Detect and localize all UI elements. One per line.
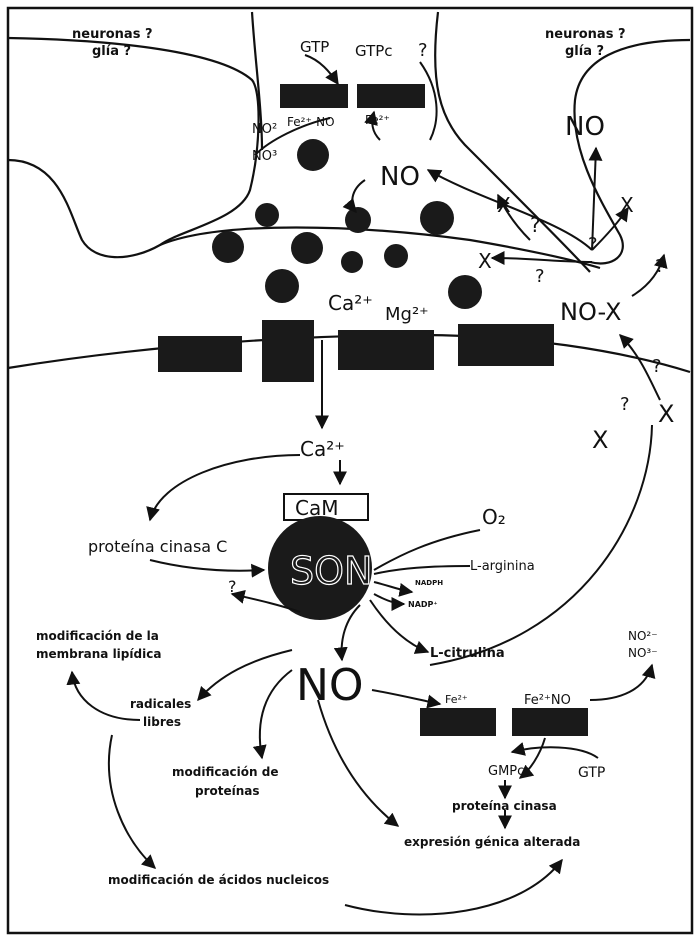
fe-low-label: Fe²⁺ bbox=[445, 693, 468, 706]
no-to-proteins-arrow bbox=[260, 670, 292, 758]
radicals-to-membrane-arrow bbox=[72, 672, 140, 720]
altered-expression-label: expresión génica alterada bbox=[404, 835, 580, 849]
diagram-frame bbox=[8, 8, 692, 933]
nucleic-to-expression-arrow bbox=[345, 860, 562, 915]
son-label: SON bbox=[290, 549, 372, 593]
l-citrulline-label: L-citrulina bbox=[430, 646, 505, 661]
neuronas-left-1: neuronas ? bbox=[72, 27, 153, 42]
pkc-to-son-arrow bbox=[150, 560, 264, 571]
x-label-c: X bbox=[478, 249, 492, 273]
calcium-lower-label: Ca²⁺ bbox=[300, 437, 345, 461]
fe-no-low-label: Fe²⁺NO bbox=[524, 693, 571, 708]
fe-top-label: Fe²⁺ bbox=[365, 113, 390, 127]
nadph-arrow bbox=[374, 582, 412, 592]
gtpc-top-label: GTPc bbox=[355, 42, 393, 60]
mod-membrane-2: membrana lipídica bbox=[36, 647, 161, 661]
no-mid-label: NO bbox=[380, 162, 420, 192]
no2-low-label: NO²⁻ bbox=[628, 629, 658, 643]
calcium-to-pkc-arrow bbox=[150, 455, 300, 520]
vesicle bbox=[345, 207, 371, 233]
no-to-radicals-arrow bbox=[198, 650, 292, 700]
vesicle bbox=[291, 232, 323, 264]
heme-block-left bbox=[420, 708, 496, 736]
question-b: ? bbox=[588, 234, 598, 255]
magnesium-label: Mg²⁺ bbox=[385, 304, 429, 325]
question-right-upper: ? bbox=[655, 256, 665, 277]
receptor-block-2 bbox=[262, 320, 314, 382]
mod-nucleic-label: modificación de ácidos nucleicos bbox=[108, 873, 329, 887]
no3-top-label: NO³ bbox=[252, 149, 277, 164]
arginine-to-son bbox=[374, 566, 470, 574]
radicals-to-nucleic-arrow bbox=[109, 735, 155, 868]
l-arginine-label: L-arginina bbox=[470, 559, 535, 574]
receptor-block-1 bbox=[158, 336, 242, 372]
left-glia-outline bbox=[8, 38, 259, 257]
right-glia-outline bbox=[574, 40, 690, 263]
mod-proteins-2: proteínas bbox=[195, 784, 260, 798]
no-upper-right-label: NO bbox=[565, 112, 605, 142]
no-to-fe-low-arrow bbox=[372, 690, 440, 704]
no-x-label: NO-X bbox=[560, 298, 621, 326]
cam-label: CaM bbox=[295, 496, 338, 520]
question-right-mid: ? bbox=[652, 356, 662, 377]
mod-membrane-1: modificación de la bbox=[36, 629, 159, 643]
vesicle bbox=[212, 231, 244, 263]
no-big-label: NO bbox=[296, 660, 364, 711]
question-right-low: ? bbox=[620, 394, 630, 415]
x-curve-down bbox=[430, 425, 652, 665]
glia-right: glía ? bbox=[565, 44, 604, 59]
pkc-label: proteína cinasa C bbox=[88, 537, 227, 556]
receptor-block-4 bbox=[458, 324, 554, 366]
nadp-arrow bbox=[374, 594, 404, 604]
guanylate-cyclase-block-left bbox=[280, 84, 348, 108]
no2-top-label: NO² bbox=[252, 122, 277, 137]
vesicle bbox=[341, 251, 363, 273]
mod-proteins-1: modificación de bbox=[172, 765, 278, 779]
gtp-arrow bbox=[305, 55, 338, 84]
vesicle bbox=[297, 139, 329, 171]
glia-left: glía ? bbox=[92, 44, 131, 59]
x-right-label: X bbox=[658, 400, 674, 428]
radicals-1: radicales bbox=[130, 697, 191, 711]
vesicle bbox=[255, 203, 279, 227]
x-label-b: X bbox=[620, 193, 634, 217]
gtp-to-gmpc-arrow bbox=[512, 747, 598, 758]
gtp-low-label: GTP bbox=[578, 765, 605, 781]
neuronas-right-1: neuronas ? bbox=[545, 27, 626, 42]
fe-no-to-nitrite-arrow bbox=[590, 665, 652, 700]
question-a: ? bbox=[530, 213, 541, 237]
guanylate-cyclase-block-right bbox=[357, 84, 425, 108]
vesicle bbox=[448, 275, 482, 309]
nmda-receptor-block bbox=[338, 330, 434, 370]
heme-block-right bbox=[512, 708, 588, 736]
x-label-a: X bbox=[497, 193, 511, 217]
o2-label: O₂ bbox=[482, 505, 506, 529]
question-son: ? bbox=[228, 577, 237, 596]
protein-kinase-label: proteína cinasa bbox=[452, 799, 557, 813]
vesicle bbox=[265, 269, 299, 303]
gtp-top-label: GTP bbox=[300, 38, 329, 56]
o2-to-son bbox=[374, 530, 480, 570]
fe-no-top-label: Fe²⁺-NO bbox=[287, 115, 335, 129]
vesicle bbox=[384, 244, 408, 268]
no-to-expression-arrow bbox=[318, 700, 398, 826]
radicals-2: libres bbox=[143, 715, 181, 729]
no3-low-label: NO³⁻ bbox=[628, 646, 658, 660]
calcium-upper-label: Ca²⁺ bbox=[328, 291, 373, 315]
question-top: ? bbox=[418, 40, 428, 61]
nadp-label: NADP⁺ bbox=[408, 600, 438, 609]
question-c: ? bbox=[535, 266, 545, 287]
x-right-low-label: X bbox=[592, 426, 608, 454]
vesicle bbox=[420, 201, 454, 235]
gmpc-label: GMPc bbox=[488, 764, 524, 779]
nadph-label: NADPH bbox=[415, 579, 443, 587]
